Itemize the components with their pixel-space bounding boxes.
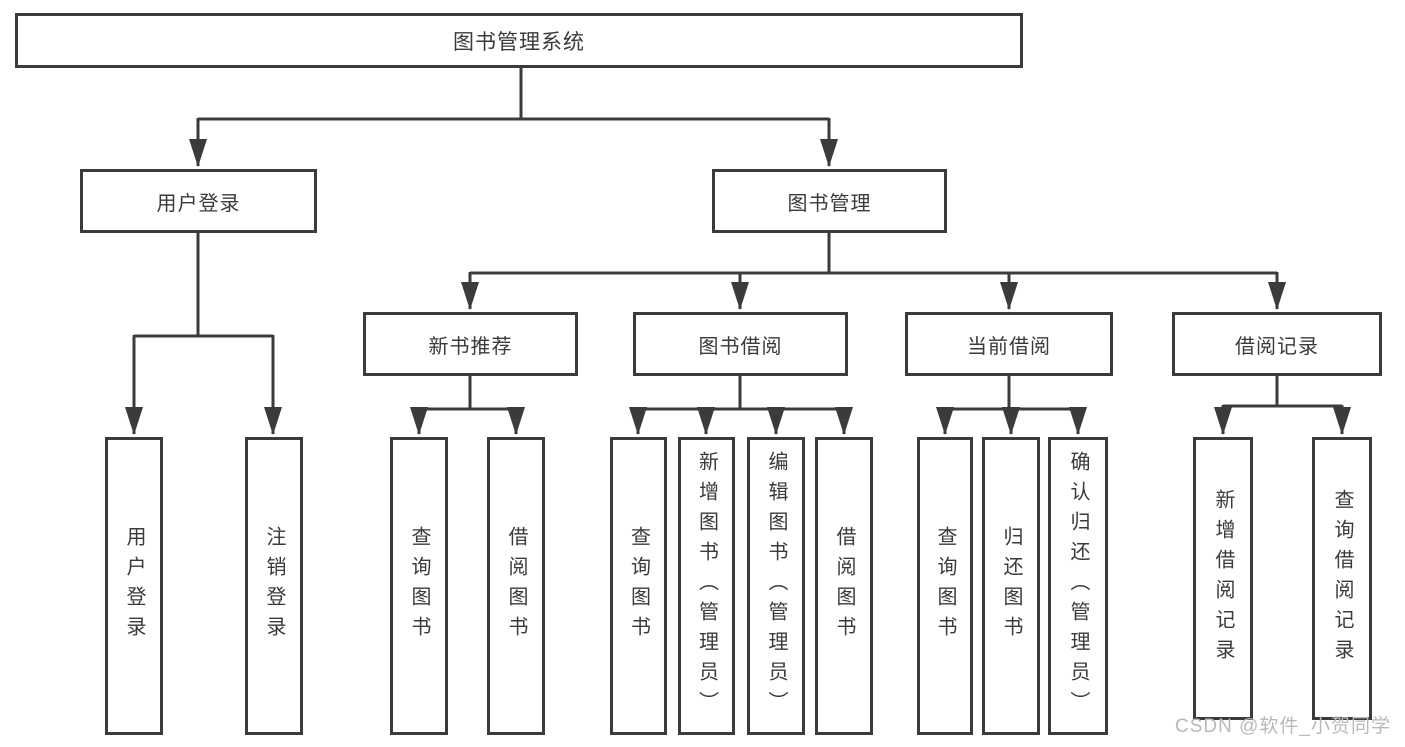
node-leaf-edit-book-admin: 编辑图书（管理员） [747,437,805,735]
node-leaf-query-books-2: 查询图书 [610,437,667,735]
node-user-login-branch: 用户登录 [80,169,317,233]
node-leaf-query-borrow-record: 查询借阅记录 [1312,437,1372,720]
node-leaf-add-book-admin: 新增图书（管理员） [678,437,735,735]
node-leaf-add-borrow-record: 新增借阅记录 [1193,437,1253,720]
node-leaf-borrow-books-1: 借阅图书 [487,437,545,735]
node-leaf-logout: 注销登录 [245,437,303,735]
node-library-management-system: 图书管理系统 [15,13,1023,68]
csdn-watermark: CSDN @软件_小贺同学 [1175,716,1391,737]
node-book-management-branch: 图书管理 [712,169,947,233]
node-current-borrowing: 当前借阅 [905,312,1113,376]
node-borrowing-records: 借阅记录 [1172,312,1382,376]
node-book-borrowing: 图书借阅 [633,312,848,376]
node-leaf-borrow-books-2: 借阅图书 [815,437,873,735]
node-leaf-confirm-return-admin: 确认归还（管理员） [1048,437,1108,735]
node-leaf-query-books-3: 查询图书 [917,437,973,735]
node-leaf-user-login: 用户登录 [105,437,163,735]
node-new-book-recommendation: 新书推荐 [363,312,578,376]
node-leaf-query-books-1: 查询图书 [390,437,448,735]
node-leaf-return-book: 归还图书 [982,437,1040,735]
